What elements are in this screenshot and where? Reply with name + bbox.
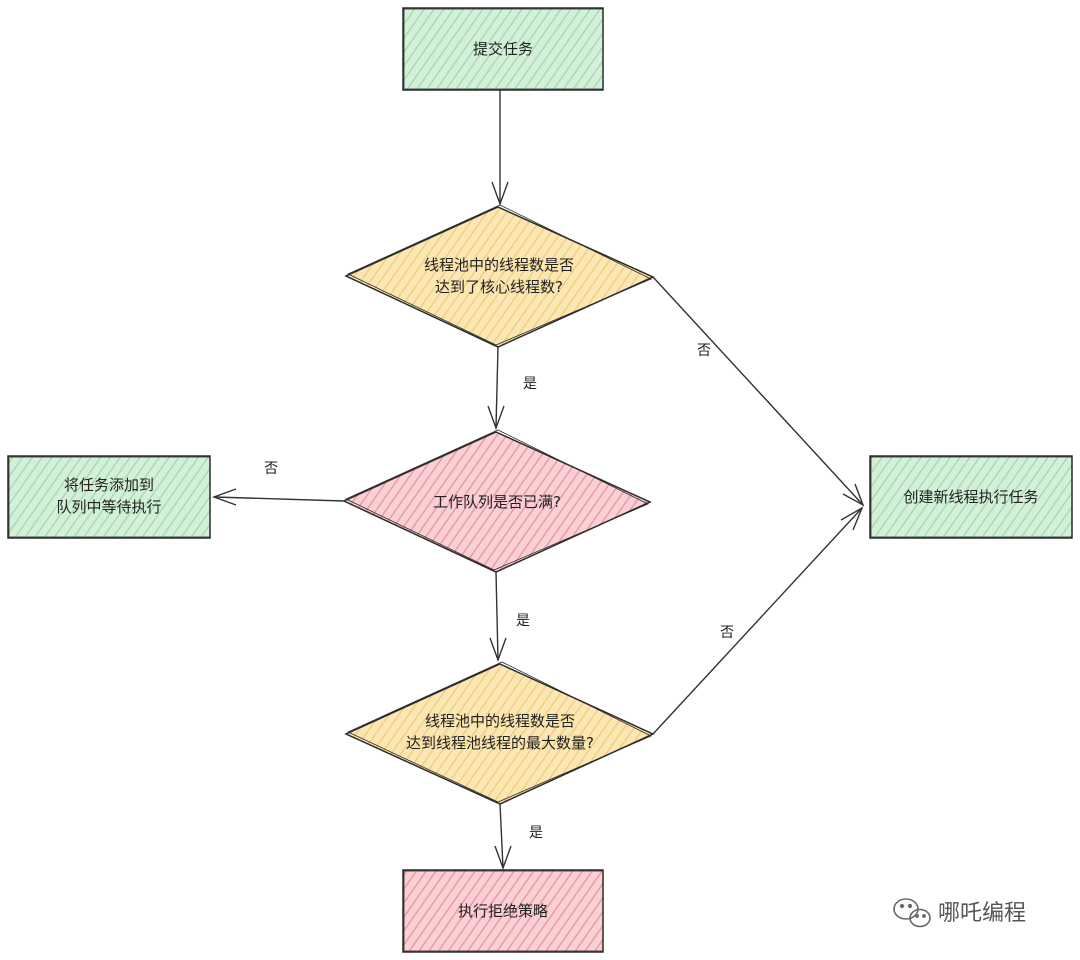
node-reject-policy: 执行拒绝策略 [402, 869, 604, 953]
edge-core-no-label: 否 [697, 343, 711, 359]
edge-max-no-label: 否 [720, 625, 734, 641]
node-enqueue-task-line1: 将任务添加到 [64, 476, 154, 494]
edge-queue-no: 否 [211, 461, 345, 506]
edge-core-yes-label: 是 [523, 376, 537, 392]
node-reject-policy-label: 执行拒绝策略 [458, 902, 548, 920]
node-decision-queue: 工作队列是否已满? [342, 429, 652, 573]
edge-queue-yes: 是 [489, 571, 530, 663]
node-decision-queue-label: 工作队列是否已满? [433, 493, 561, 511]
edge-queue-no-label: 否 [264, 461, 278, 477]
node-decision-max: 线程池中的线程数是否 达到线程池线程的最大数量? [344, 661, 655, 805]
edge-core-yes: 是 [487, 346, 537, 431]
node-decision-core-line2: 达到了核心线程数? [435, 278, 563, 296]
edge-max-no: 否 [652, 506, 864, 735]
node-submit-task-label: 提交任务 [473, 40, 533, 58]
node-submit-task: 提交任务 [402, 7, 604, 91]
watermark-text: 哪吒编程 [938, 901, 1026, 926]
edge-max-yes-label: 是 [529, 825, 543, 841]
node-decision-core: 线程池中的线程数是否 达到了核心线程数? [344, 204, 655, 348]
edge-max-yes: 是 [494, 803, 543, 871]
edge-submit-to-core [491, 90, 509, 207]
edge-queue-yes-label: 是 [516, 613, 530, 629]
node-enqueue-task-line2: 队列中等待执行 [56, 498, 161, 516]
node-create-thread-label: 创建新线程执行任务 [903, 488, 1038, 506]
edge-core-no: 否 [652, 276, 865, 507]
node-decision-max-line2: 达到线程池线程的最大数量? [406, 734, 594, 752]
node-enqueue-task: 将任务添加到 队列中等待执行 [7, 455, 211, 539]
node-create-thread: 创建新线程执行任务 [869, 455, 1073, 539]
wechat-icon [893, 898, 931, 928]
watermark: 哪吒编程 [893, 898, 1026, 928]
node-decision-core-line1: 线程池中的线程数是否 [424, 256, 574, 274]
node-decision-max-line1: 线程池中的线程数是否 [425, 712, 575, 730]
